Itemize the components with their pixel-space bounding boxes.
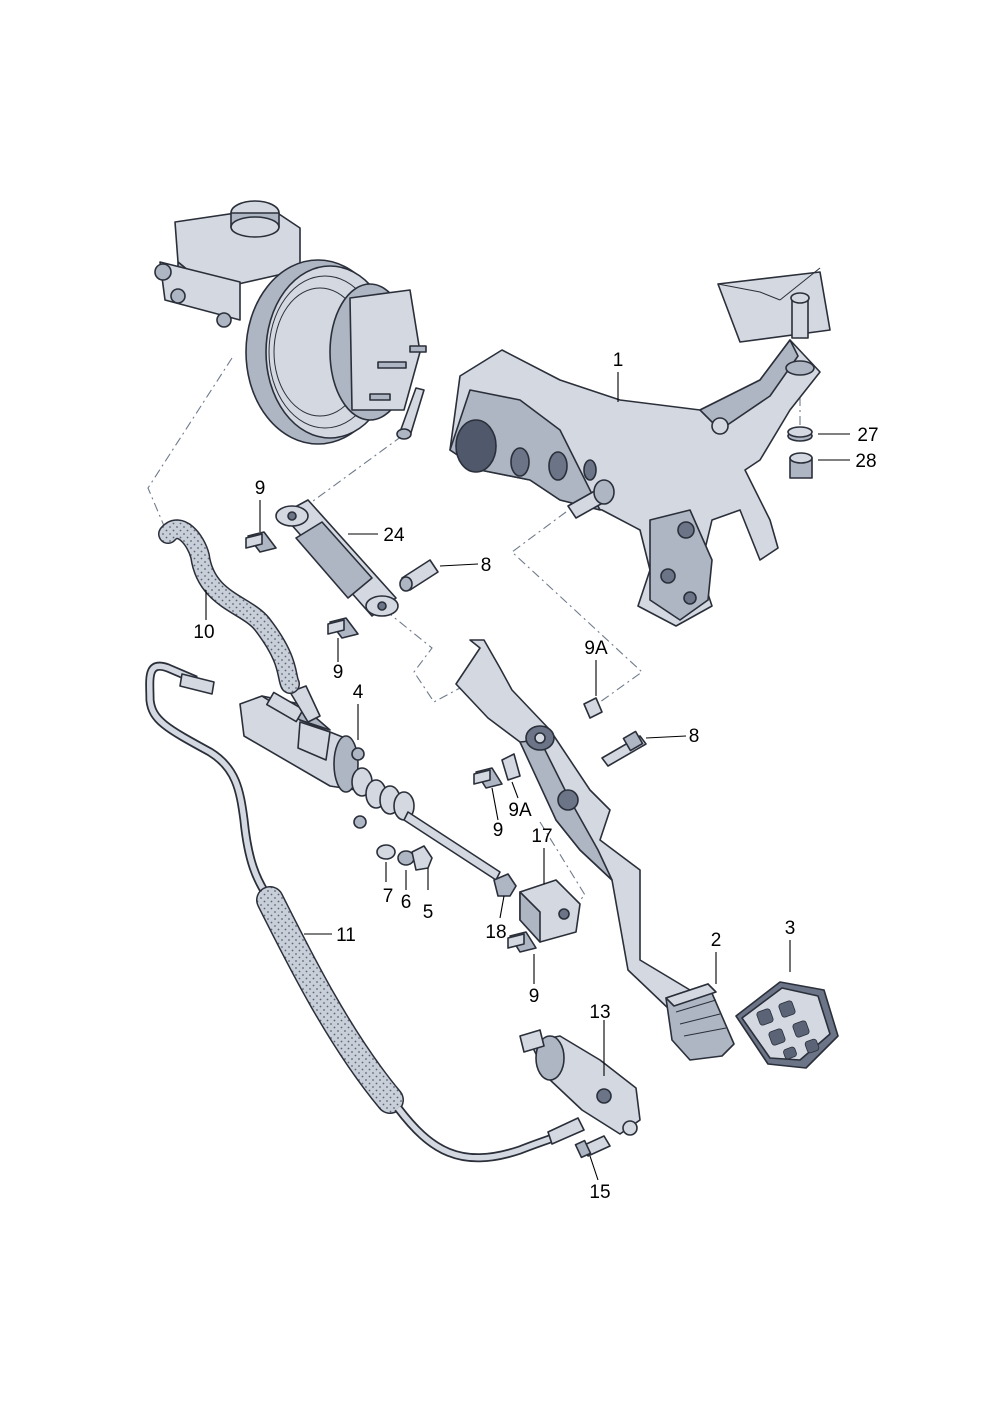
callout-10: 10	[193, 622, 214, 643]
leader-lines	[205, 372, 850, 1181]
hydraulic-line	[145, 661, 585, 1163]
callout-8-upper: 8	[481, 555, 492, 576]
callout-4: 4	[353, 682, 364, 703]
reservoir-hose	[158, 519, 300, 694]
callout-9-pedal: 9	[493, 820, 504, 841]
callout-11: 11	[336, 925, 356, 946]
callout-9A-lower: 9A	[508, 800, 532, 821]
callout-15: 15	[589, 1182, 610, 1203]
callout-8-lower: 8	[689, 726, 700, 747]
pedal-pad	[735, 981, 839, 1069]
callout-6: 6	[401, 892, 412, 913]
pedal-bracket	[449, 267, 831, 627]
clutch-pedal	[455, 639, 735, 1061]
callout-28: 28	[855, 451, 876, 472]
fasteners	[376, 844, 517, 897]
callout-13: 13	[589, 1002, 610, 1023]
callout-9-top: 9	[255, 478, 266, 499]
callout-24: 24	[383, 525, 405, 546]
brake-booster	[154, 200, 427, 445]
pins	[399, 559, 647, 781]
clevis	[519, 879, 581, 943]
callout-9-damper: 9	[333, 662, 344, 683]
callout-27: 27	[857, 425, 878, 446]
callout-18: 18	[485, 922, 506, 943]
callout-17: 17	[531, 826, 552, 847]
callout-7: 7	[383, 886, 394, 907]
callout-9A-upper: 9A	[584, 638, 608, 659]
assembly-dash-lines	[147, 357, 801, 916]
washer-and-nut	[787, 426, 813, 479]
callout-5: 5	[423, 902, 434, 923]
callout-2: 2	[711, 930, 722, 951]
clutch-master-cylinder	[239, 685, 501, 881]
damper	[275, 499, 399, 617]
callout-3: 3	[785, 918, 796, 939]
callout-9-clevis: 9	[529, 986, 540, 1007]
callout-1: 1	[613, 350, 624, 371]
clutch-slave-cylinder	[519, 1029, 641, 1159]
callout-labels: 1 2 3 4 5 6 7 8 8 9 9 9 9 9A 9A 10 11 13…	[193, 350, 878, 1203]
clips	[245, 531, 537, 953]
